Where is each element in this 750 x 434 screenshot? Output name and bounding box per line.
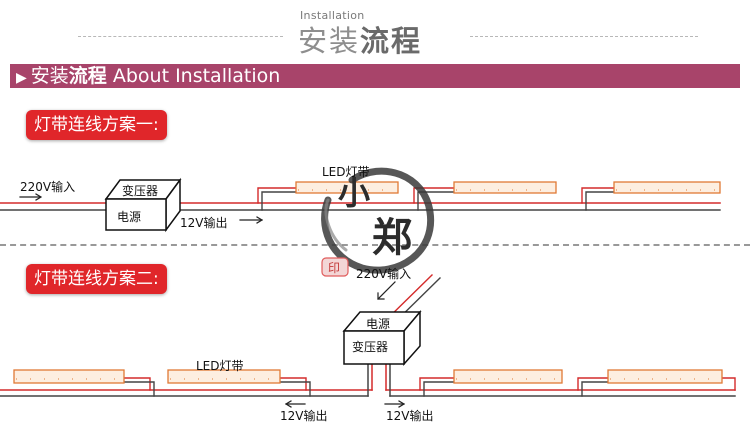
scheme2-output-arrow-left <box>284 400 306 408</box>
scheme1-input-arrow <box>19 193 43 201</box>
scheme2-title: 灯带连线方案二: <box>26 264 167 294</box>
scheme2-output-arrow-right <box>384 400 406 408</box>
banner-prefix: 安装 <box>30 65 69 87</box>
led-strip <box>613 181 721 194</box>
scheme1-output-arrow <box>239 216 264 224</box>
scheme1-strip-risers <box>257 187 615 211</box>
scheme2-input-label: 220V输入 <box>356 267 412 281</box>
header-title-bold: 流程 <box>360 24 423 58</box>
header-divider-left <box>78 36 283 37</box>
header-title-light: 安装 <box>298 24 361 58</box>
led-strips <box>13 181 723 384</box>
scheme1-title: 灯带连线方案一: <box>26 110 167 140</box>
watermark-stamp-text: 印 <box>328 261 341 275</box>
scheme1-output-label: 12V输出 <box>180 216 228 230</box>
watermark-stamp <box>321 257 349 277</box>
scheme2-bus-wires <box>0 359 736 397</box>
chevron-right-icon: ▶ <box>16 70 27 86</box>
scheme1-input-label: 220V输入 <box>20 180 76 194</box>
watermark-char-1: 小 <box>338 174 371 212</box>
scheme2-transformer-box <box>342 309 422 366</box>
scheme2-box-front-label: 变压器 <box>352 340 389 354</box>
led-strip <box>13 369 125 384</box>
scheme1-box-top-label: 变压器 <box>122 184 159 198</box>
led-strip <box>453 181 557 194</box>
header-divider-right <box>470 36 698 37</box>
scheme2-input-arrow <box>377 281 396 300</box>
banner-suffix: About Installation <box>106 65 281 87</box>
scheme2-box-top-label: 电源 <box>366 317 391 331</box>
scheme2-output-left-label: 12V输出 <box>280 409 328 423</box>
header-subtitle: Installation <box>300 9 365 22</box>
scheme2-strip-label: LED灯带 <box>196 359 244 373</box>
scheme-divider <box>0 244 750 246</box>
led-strip <box>607 369 723 384</box>
scheme1-transformer-box <box>104 177 182 233</box>
led-strip <box>167 369 281 384</box>
header-title: 安装流程 <box>298 18 422 60</box>
scheme2-output-right-label: 12V输出 <box>386 409 434 423</box>
watermark-char-2: 郑 <box>372 215 412 261</box>
watermark-brush-circle <box>321 167 435 274</box>
banner-bold: 流程 <box>68 65 107 87</box>
section-banner: ▶安装流程 About Installation <box>10 64 740 88</box>
led-strip <box>295 181 399 194</box>
scheme1-box-front-label: 电源 <box>117 210 142 224</box>
led-strip <box>453 369 563 384</box>
scheme2-strip-risers <box>123 377 736 397</box>
scheme1-strip-label: LED灯带 <box>322 165 370 179</box>
